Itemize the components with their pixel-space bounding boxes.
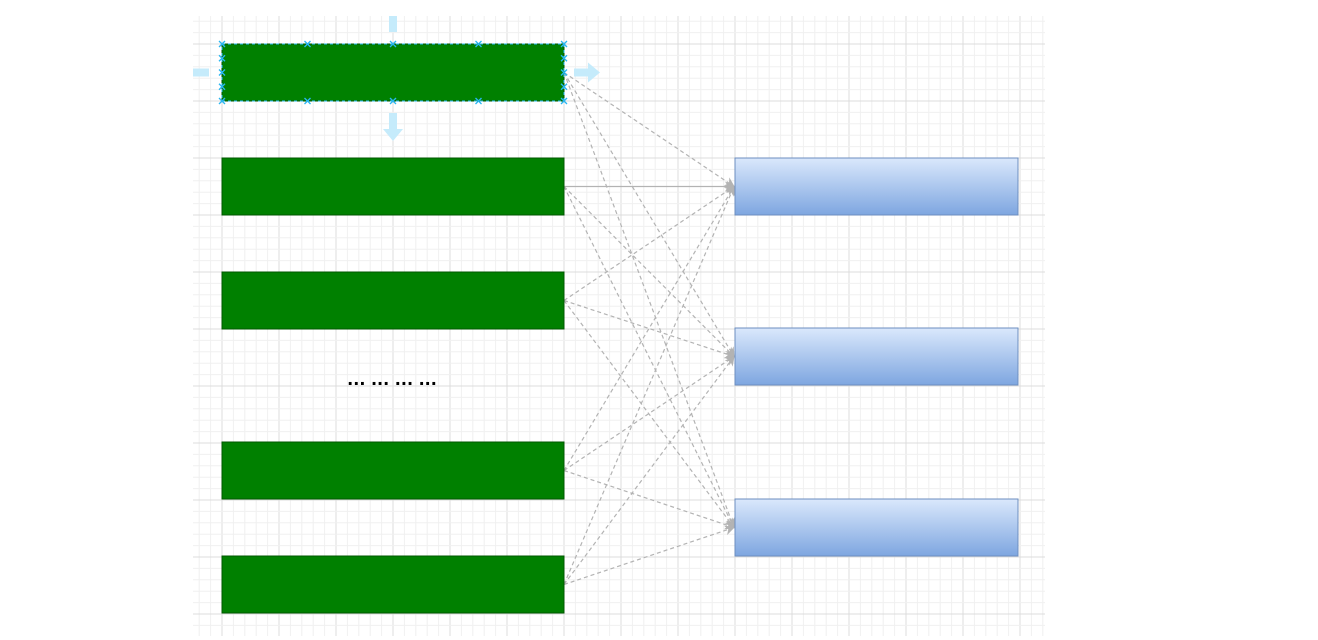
connection-point-icon[interactable] <box>218 97 226 105</box>
output-node-shape[interactable] <box>734 498 1019 557</box>
connection-point-icon[interactable] <box>560 54 568 62</box>
edge-in3-out1[interactable] <box>563 185 735 301</box>
connection-point-icon[interactable] <box>475 40 482 48</box>
edge-in2-out2[interactable] <box>563 186 735 358</box>
connection-point-icon[interactable] <box>560 69 568 76</box>
connection-point-icon[interactable] <box>304 97 311 105</box>
edge-in4-out1[interactable] <box>563 185 735 471</box>
output-node-shape[interactable] <box>734 327 1019 386</box>
output-node-2[interactable] <box>734 327 1019 386</box>
connection-point-icon[interactable] <box>560 97 568 105</box>
input-node-shape[interactable] <box>221 157 565 216</box>
edge-in5-out1[interactable] <box>563 185 736 585</box>
output-node-3[interactable] <box>734 498 1019 557</box>
connection-point-icon[interactable] <box>389 97 397 105</box>
edge-in3-out2[interactable] <box>563 299 735 359</box>
connection-edges <box>563 72 736 586</box>
ellipsis-label: ··· ··· ··· ··· <box>347 374 437 393</box>
input-node-shape[interactable] <box>221 43 565 102</box>
input-node-3[interactable] <box>221 271 565 330</box>
output-node-shape[interactable] <box>734 157 1019 216</box>
connect-arrow-up-icon[interactable] <box>389 16 397 32</box>
edge-in1-out1[interactable] <box>563 72 735 188</box>
input-node-4[interactable] <box>221 441 565 500</box>
edge-in5-out2[interactable] <box>563 355 735 585</box>
connect-arrow-down-icon[interactable] <box>383 113 403 141</box>
connection-point-icon[interactable] <box>475 97 482 105</box>
connection-point-icon[interactable] <box>218 54 226 62</box>
input-node-1[interactable] <box>221 43 565 102</box>
edge-in2-out3[interactable] <box>563 186 735 529</box>
edge-in1-out3[interactable] <box>563 72 736 529</box>
edge-in4-out2[interactable] <box>563 355 735 471</box>
connection-point-icon[interactable] <box>560 40 568 48</box>
input-node-5[interactable] <box>221 555 565 614</box>
connection-point-icon[interactable] <box>218 83 226 91</box>
input-node-shape[interactable] <box>221 441 565 500</box>
output-node-1[interactable] <box>734 157 1019 216</box>
connect-arrow-left-icon[interactable] <box>193 68 209 77</box>
connection-point-icon[interactable] <box>389 40 397 48</box>
edge-in5-out3[interactable] <box>563 525 735 586</box>
connection-point-icon[interactable] <box>560 83 568 91</box>
input-node-shape[interactable] <box>221 271 565 330</box>
connect-arrow-right-icon[interactable] <box>574 62 600 83</box>
connection-point-icon[interactable] <box>218 69 226 76</box>
input-node-2[interactable] <box>221 157 565 216</box>
diagram-nodes <box>221 43 1019 614</box>
input-node-shape[interactable] <box>221 555 565 614</box>
connection-point-icon[interactable] <box>218 40 226 48</box>
selection-overlay <box>193 16 600 141</box>
edge-in4-out3[interactable] <box>563 469 735 530</box>
edge-in1-out2[interactable] <box>563 72 735 358</box>
connection-point-icon[interactable] <box>304 40 311 48</box>
edge-in3-out3[interactable] <box>563 300 735 529</box>
